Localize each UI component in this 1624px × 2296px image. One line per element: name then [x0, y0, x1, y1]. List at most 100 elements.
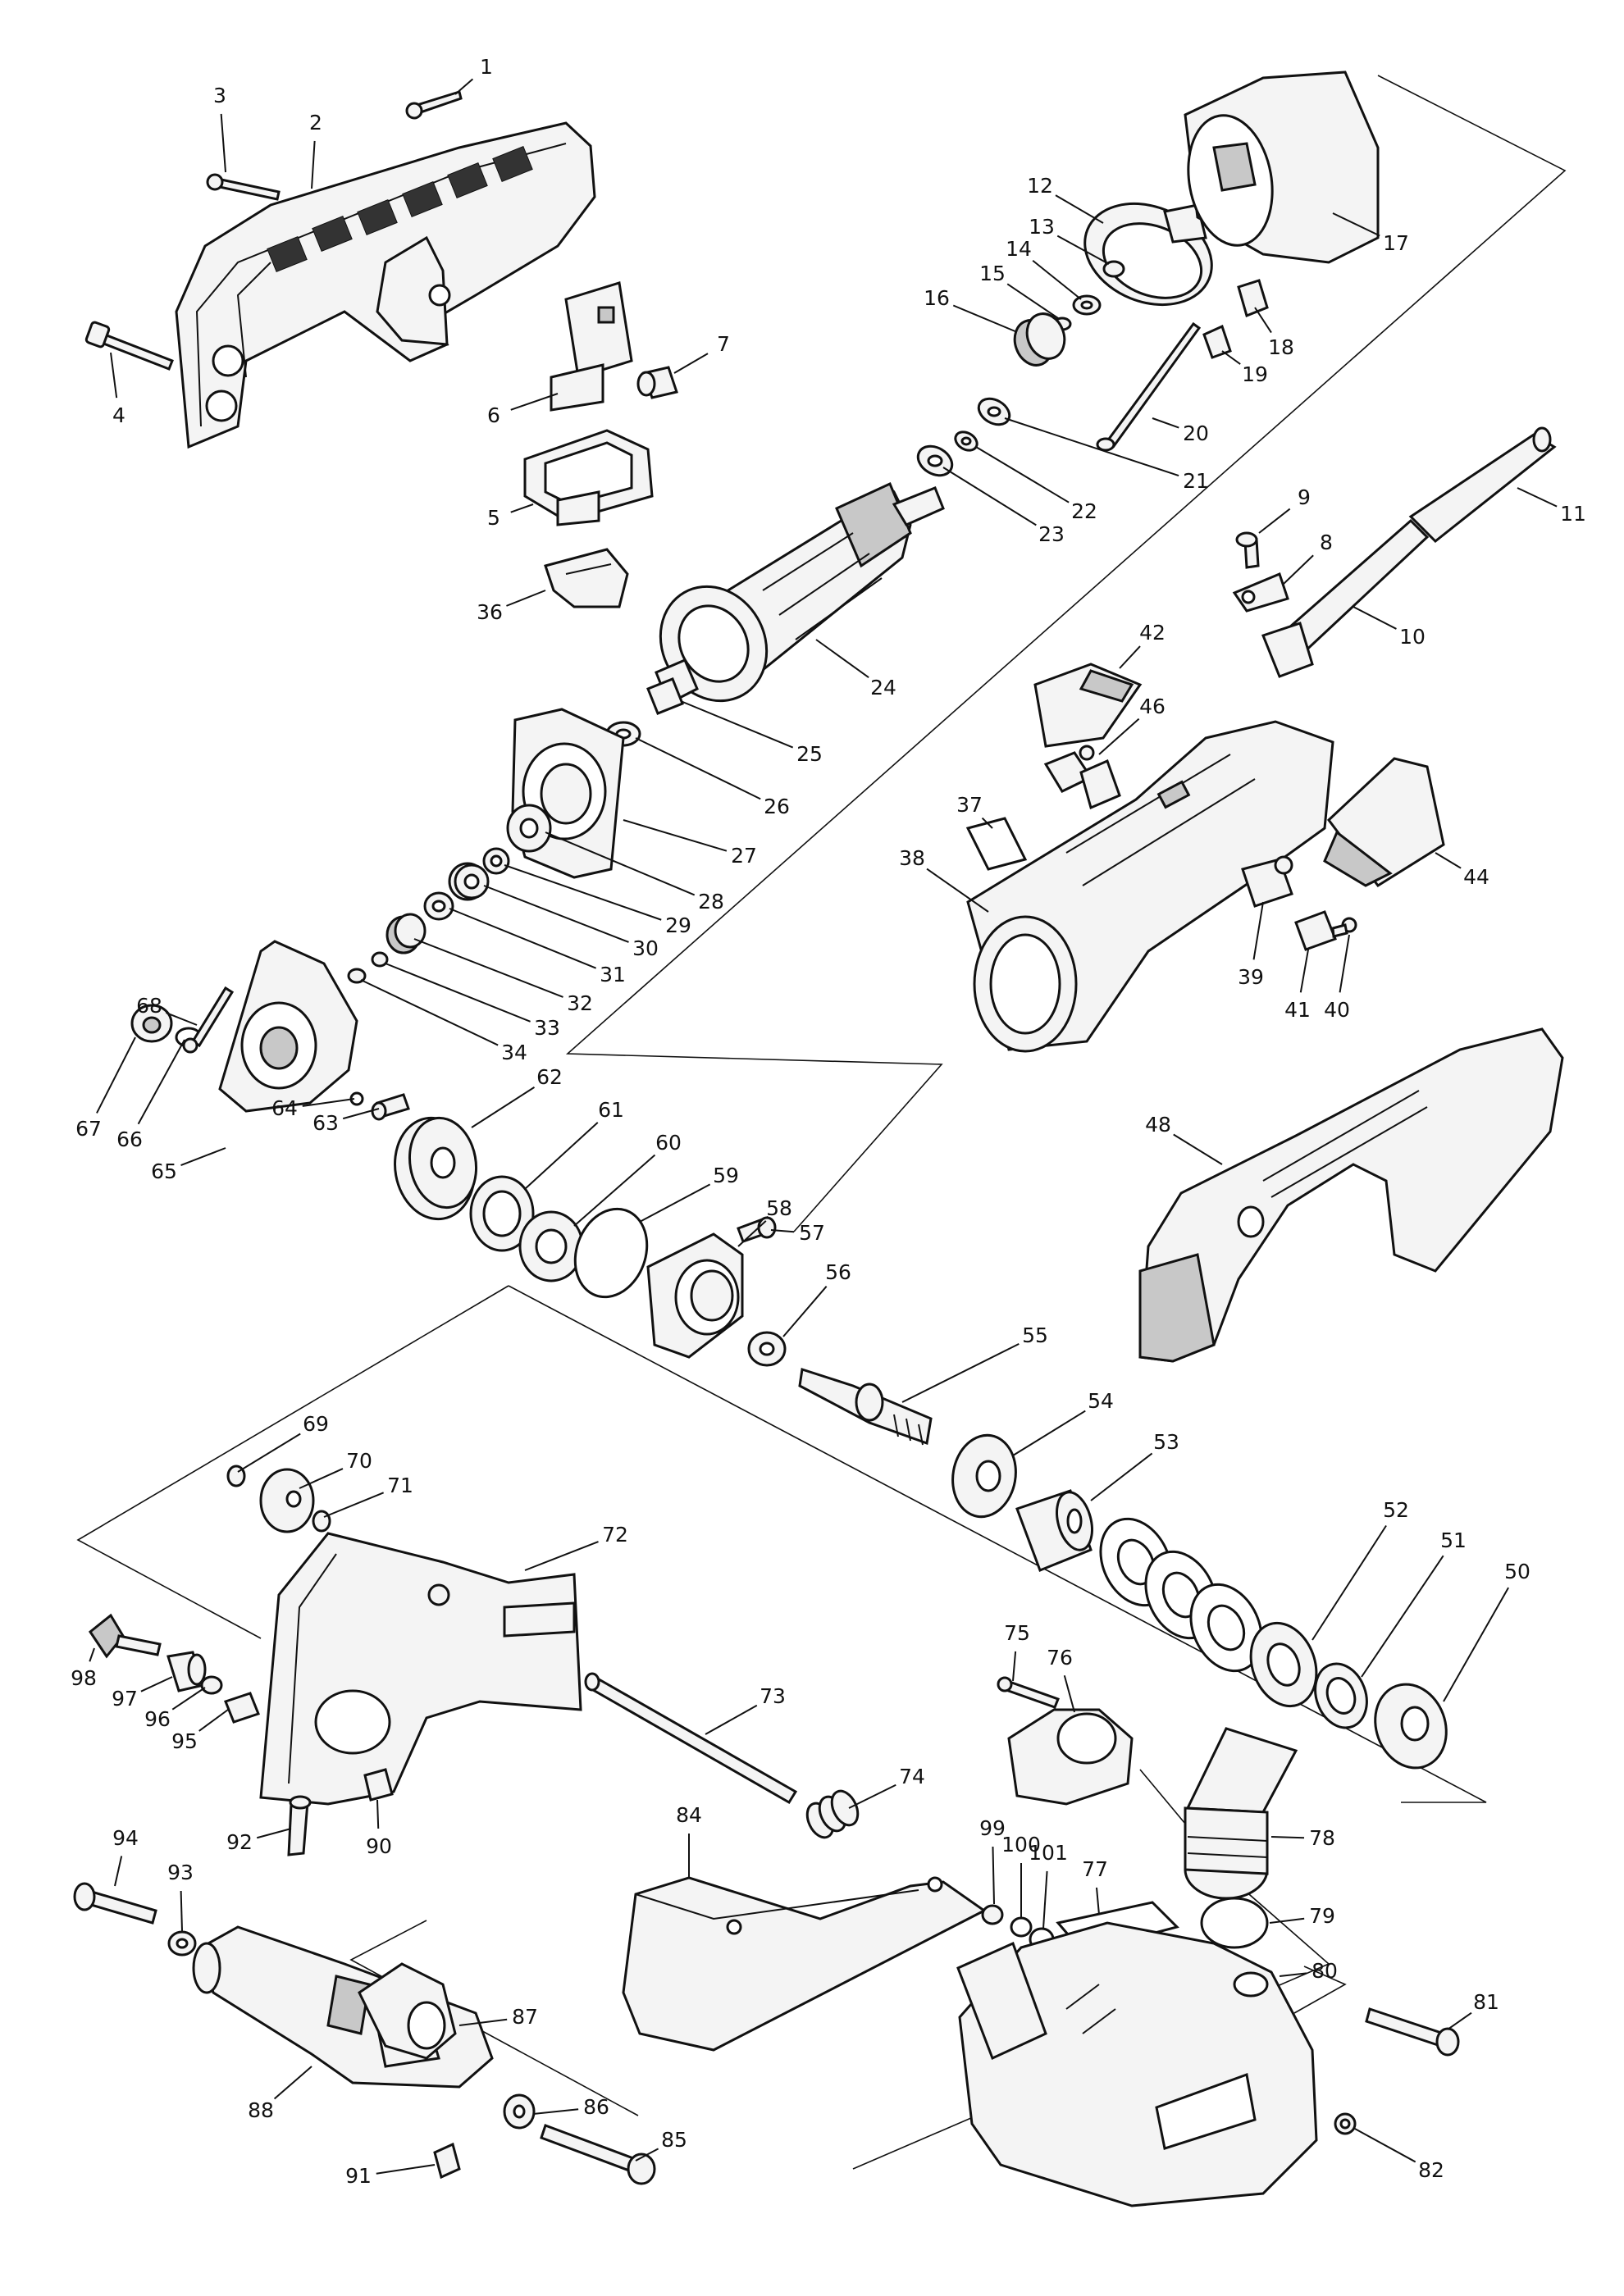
spindle-55 [798, 1368, 933, 1446]
leader-62 [471, 1086, 536, 1128]
part-label-67: 67 [75, 1117, 102, 1141]
leader-75 [1012, 1651, 1017, 1682]
bearing-23 [916, 444, 954, 477]
leader-31 [449, 908, 597, 969]
screw-75 [997, 1676, 1060, 1709]
part-label-80: 80 [1312, 1959, 1338, 1983]
shaft-end-25 [646, 677, 684, 715]
part-label-41: 41 [1284, 998, 1311, 1022]
leader-59 [639, 1183, 711, 1223]
leader-54 [1012, 1410, 1086, 1456]
leader-56 [782, 1286, 828, 1337]
part-label-55: 55 [1022, 1323, 1048, 1347]
screw-40 [1331, 917, 1357, 938]
bearing-box-58 [646, 1232, 744, 1359]
cord-11 [1408, 426, 1557, 544]
part-label-34: 34 [501, 1041, 527, 1064]
part-label-22: 22 [1071, 499, 1097, 523]
leader-48 [1173, 1133, 1223, 1165]
leader-19 [1221, 350, 1241, 365]
gear-62 [394, 1116, 478, 1221]
part-label-10: 10 [1399, 625, 1426, 649]
switch-box-44 [1323, 757, 1445, 888]
o-ring-59 [573, 1207, 649, 1299]
bolt-92 [287, 1795, 312, 1856]
part-label-72: 72 [602, 1523, 628, 1547]
part-label-100: 100 [1001, 1833, 1041, 1856]
leader-51 [1361, 1555, 1444, 1678]
leader-68 [166, 1012, 198, 1026]
brush-46 [1043, 745, 1121, 810]
leader-78 [1270, 1836, 1305, 1839]
lock-button-7 [636, 366, 678, 399]
clip-91 [433, 2142, 461, 2180]
part-label-58: 58 [766, 1196, 792, 1220]
leader-21 [1004, 417, 1179, 477]
gear-54 [951, 1433, 1017, 1519]
part-label-56: 56 [825, 1260, 851, 1284]
part-label-18: 18 [1268, 335, 1294, 359]
washer-99 [981, 1904, 1004, 1925]
lock-pin-67 [130, 1004, 173, 1043]
part-label-26: 26 [764, 795, 790, 818]
ring-34 [347, 968, 367, 984]
part-number-labels: 1234567891011121314151617181920212223242… [71, 55, 1586, 2188]
leader-2 [311, 140, 316, 189]
wheel-cover-72 [259, 1532, 582, 1806]
part-label-42: 42 [1139, 621, 1166, 645]
leader-14 [1032, 259, 1082, 300]
leader-26 [635, 737, 761, 800]
part-label-32: 32 [567, 991, 593, 1015]
part-label-28: 28 [698, 890, 724, 913]
part-label-85: 85 [661, 2128, 687, 2152]
leader-11 [1517, 487, 1558, 508]
part-label-27: 27 [731, 844, 757, 868]
washer-51 [1314, 1662, 1368, 1729]
pinion-32 [385, 913, 427, 954]
part-label-5: 5 [487, 506, 500, 530]
part-label-7: 7 [717, 332, 730, 356]
leader-33 [385, 963, 531, 1023]
switch-6 [550, 281, 633, 412]
part-label-101: 101 [1029, 1841, 1068, 1865]
spacer-rings [1099, 1517, 1263, 1673]
leader-60 [573, 1154, 656, 1227]
leader-93 [180, 1890, 183, 1932]
brush-cover-42 [1033, 663, 1143, 748]
part-label-19: 19 [1242, 362, 1268, 386]
part-label-23: 23 [1038, 522, 1065, 546]
seal-79 [1200, 1897, 1269, 1949]
spring-96 [200, 1675, 223, 1695]
part-label-84: 84 [676, 1803, 702, 1827]
part-label-93: 93 [167, 1861, 194, 1884]
leader-98 [89, 1647, 95, 1662]
nut-90 [363, 1768, 394, 1802]
part-label-91: 91 [345, 2164, 372, 2188]
armature-24 [655, 481, 945, 706]
leader-18 [1254, 307, 1272, 334]
part-label-25: 25 [796, 742, 823, 766]
part-label-1: 1 [480, 55, 493, 79]
leader-34 [360, 979, 499, 1046]
part-label-52: 52 [1383, 1498, 1409, 1522]
leader-10 [1353, 606, 1397, 630]
leader-76 [1063, 1674, 1075, 1713]
nut-13 [1102, 260, 1125, 278]
sleeve-53 [1015, 1489, 1093, 1572]
leader-22 [975, 446, 1070, 503]
handle-grip-pattern [267, 145, 533, 273]
bolt-94 [73, 1882, 157, 1925]
leader-44 [1435, 852, 1462, 869]
part-label-44: 44 [1463, 865, 1489, 889]
leader-94 [114, 1856, 123, 1887]
leader-65 [180, 1147, 226, 1166]
part-label-59: 59 [713, 1164, 739, 1187]
part-label-78: 78 [1309, 1826, 1335, 1850]
screw-4 [84, 321, 174, 371]
shaft-73 [584, 1672, 798, 1805]
bolt-85 [540, 2124, 656, 2185]
part-label-30: 30 [632, 936, 659, 960]
guard-clamp-76 [1007, 1708, 1134, 1806]
part-label-13: 13 [1029, 215, 1055, 239]
